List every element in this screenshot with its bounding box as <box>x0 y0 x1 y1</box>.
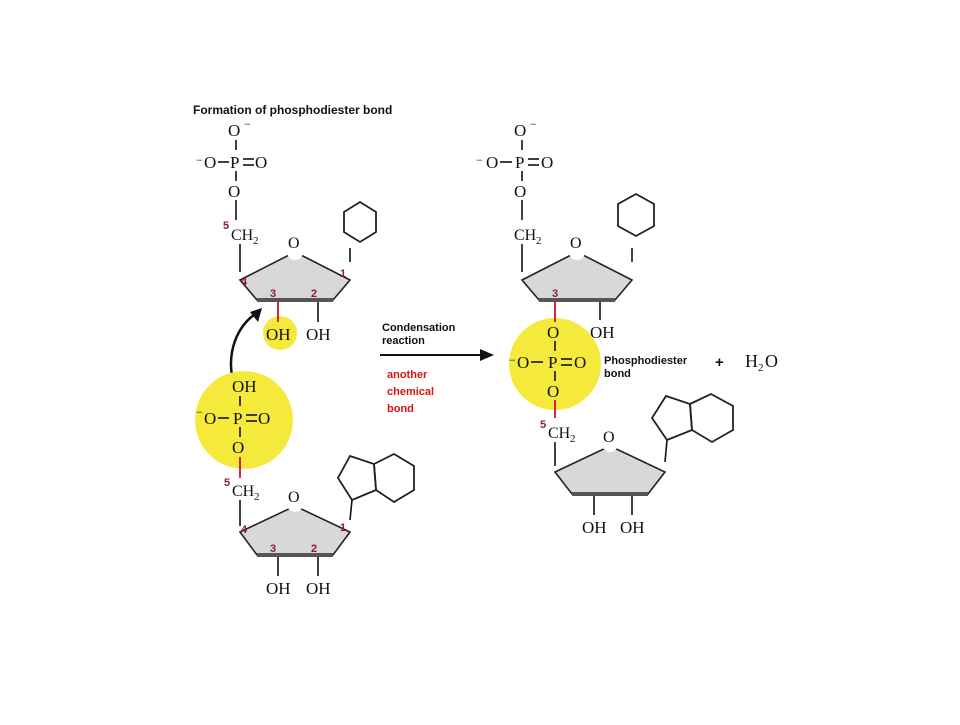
reaction-label-2: reaction <box>382 335 425 347</box>
ester-o-top: O <box>547 323 559 342</box>
ring-b-oxygen-bg <box>287 496 303 512</box>
carbon-number-5: 5 <box>223 220 229 232</box>
p-ring-oxygen-bg <box>569 244 585 260</box>
p-ch2b-label: CH <box>548 425 571 442</box>
p-phosphate-o-bottom: O <box>514 182 526 201</box>
reaction-label-1: Condensation <box>382 322 456 334</box>
phosphate2-o-left-charge: − <box>196 405 203 419</box>
carbon-number-4b: 4 <box>241 524 248 536</box>
ch2-label: CH <box>231 227 254 244</box>
carbon-number-1b: 1 <box>340 522 346 534</box>
p-bond-c1b-base <box>664 439 668 463</box>
carbon-number-3b: 3 <box>270 543 276 555</box>
p-phosphate-o-top: O <box>514 121 526 140</box>
p-phosphate-o-left-charge: − <box>476 153 483 167</box>
product-top-nucleotide: O − − O P O O CH 2 O 3 OH <box>476 117 655 342</box>
p-ring-oxygen: O <box>570 235 582 252</box>
phosphate-p: P <box>230 153 239 172</box>
p-phosphate-o-top-charge: − <box>530 117 537 131</box>
p-sugar-ring <box>520 251 634 301</box>
p-ch2-label: CH <box>514 227 537 244</box>
p-ring-b-oxygen-bg <box>602 436 618 452</box>
p-ch2b-subscript: 2 <box>570 433 576 445</box>
ring-oxygen: O <box>288 235 300 252</box>
carbon-number-2: 2 <box>311 288 317 300</box>
phosphate-oh: OH <box>232 377 257 396</box>
carbon-number-3: 3 <box>270 288 276 300</box>
c3b-hydroxyl: OH <box>266 579 291 598</box>
p-c2-hydroxyl: OH <box>590 323 615 342</box>
phosphate2-o-bottom: O <box>232 438 244 457</box>
sugar-ring <box>238 251 352 301</box>
ester-o-bottom: O <box>547 382 559 401</box>
base-pentagon <box>336 454 377 502</box>
ester-o-left: O <box>517 353 529 372</box>
left-top-nucleotide: O − − O P O O 5 CH 2 O 4 3 2 1 OH OH <box>196 117 377 350</box>
phosphodiester-label-1: Phosphodiester <box>604 355 688 367</box>
p-phosphate-o-right: O <box>541 153 553 172</box>
p-base-pentagon <box>650 394 693 442</box>
p-ch2-subscript: 2 <box>536 235 542 247</box>
ester-o-right: O <box>574 353 586 372</box>
p-base-hexagon-b <box>689 392 734 444</box>
phosphate-o-top-charge: − <box>244 117 251 131</box>
p-carbon-number-5: 5 <box>540 419 546 431</box>
p-phosphate-o-left: O <box>486 153 498 172</box>
phosphate-o-left-charge: − <box>196 153 203 167</box>
phosphate2-o-left: O <box>204 409 216 428</box>
ester-o-left-charge: − <box>509 353 516 367</box>
bond-c1b-base <box>349 499 353 521</box>
carbon-number-2b: 2 <box>311 543 317 555</box>
carbon-number-4: 4 <box>241 276 248 288</box>
base-hexagon <box>343 200 377 244</box>
phosphate-o-bottom: O <box>228 182 240 201</box>
annotation-line-1: another <box>387 369 428 381</box>
phosphodiester-label-2: bond <box>604 368 631 380</box>
phosphate-highlight <box>195 371 293 469</box>
phosphate-o-left: O <box>204 153 216 172</box>
annotation-line-2: chemical <box>387 386 434 398</box>
phosphate2-o-right: O <box>258 409 270 428</box>
c3-hydroxyl: OH <box>266 325 291 344</box>
ch2b-subscript: 2 <box>254 491 260 503</box>
water-o: O <box>765 351 778 371</box>
ring-b-oxygen: O <box>288 489 300 506</box>
curved-arrow-head <box>250 308 262 322</box>
ch2-subscript: 2 <box>253 235 259 247</box>
base-hexagon-b <box>373 452 415 504</box>
water-h: H <box>745 351 758 371</box>
phosphate-o-right: O <box>255 153 267 172</box>
phosphodiester-group: O − O P O O Phosphodiester bond + H 2 O <box>509 302 778 418</box>
ring-oxygen-bg <box>287 244 303 260</box>
p-carbon-number-3: 3 <box>552 288 558 300</box>
phosphate2-p: P <box>233 409 242 428</box>
p-sugar-ring-b <box>553 445 667 495</box>
left-bottom-nucleotide: OH − O P O O 5 CH 2 O 4 3 2 1 OH OH <box>195 371 415 598</box>
carbon-number-1: 1 <box>340 268 346 280</box>
carbon-number-5b: 5 <box>224 477 230 489</box>
phosphate-o-top: O <box>228 121 240 140</box>
p-base-hexagon <box>617 192 655 238</box>
ester-p: P <box>548 353 557 372</box>
diagram-title: Formation of phosphodiester bond <box>193 103 392 117</box>
p-c3b-hydroxyl: OH <box>582 518 607 537</box>
p-c2b-hydroxyl: OH <box>620 518 645 537</box>
p-phosphate-p: P <box>515 153 524 172</box>
water-subscript: 2 <box>758 362 764 374</box>
product-bottom-nucleotide: 5 CH 2 O OH OH <box>540 392 734 537</box>
sugar-ring-b <box>238 505 352 556</box>
c2-hydroxyl: OH <box>306 325 331 344</box>
curved-arrow <box>229 310 259 377</box>
reaction-arrow-head <box>480 349 494 361</box>
c2b-hydroxyl: OH <box>306 579 331 598</box>
hydroxyl-highlight <box>263 316 297 350</box>
phosphodiester-highlight <box>509 318 601 410</box>
plus-sign: + <box>715 354 724 371</box>
annotation-line-3: bond <box>387 403 414 415</box>
p-ring-b-oxygen: O <box>603 429 615 446</box>
ch2b-label: CH <box>232 483 255 500</box>
